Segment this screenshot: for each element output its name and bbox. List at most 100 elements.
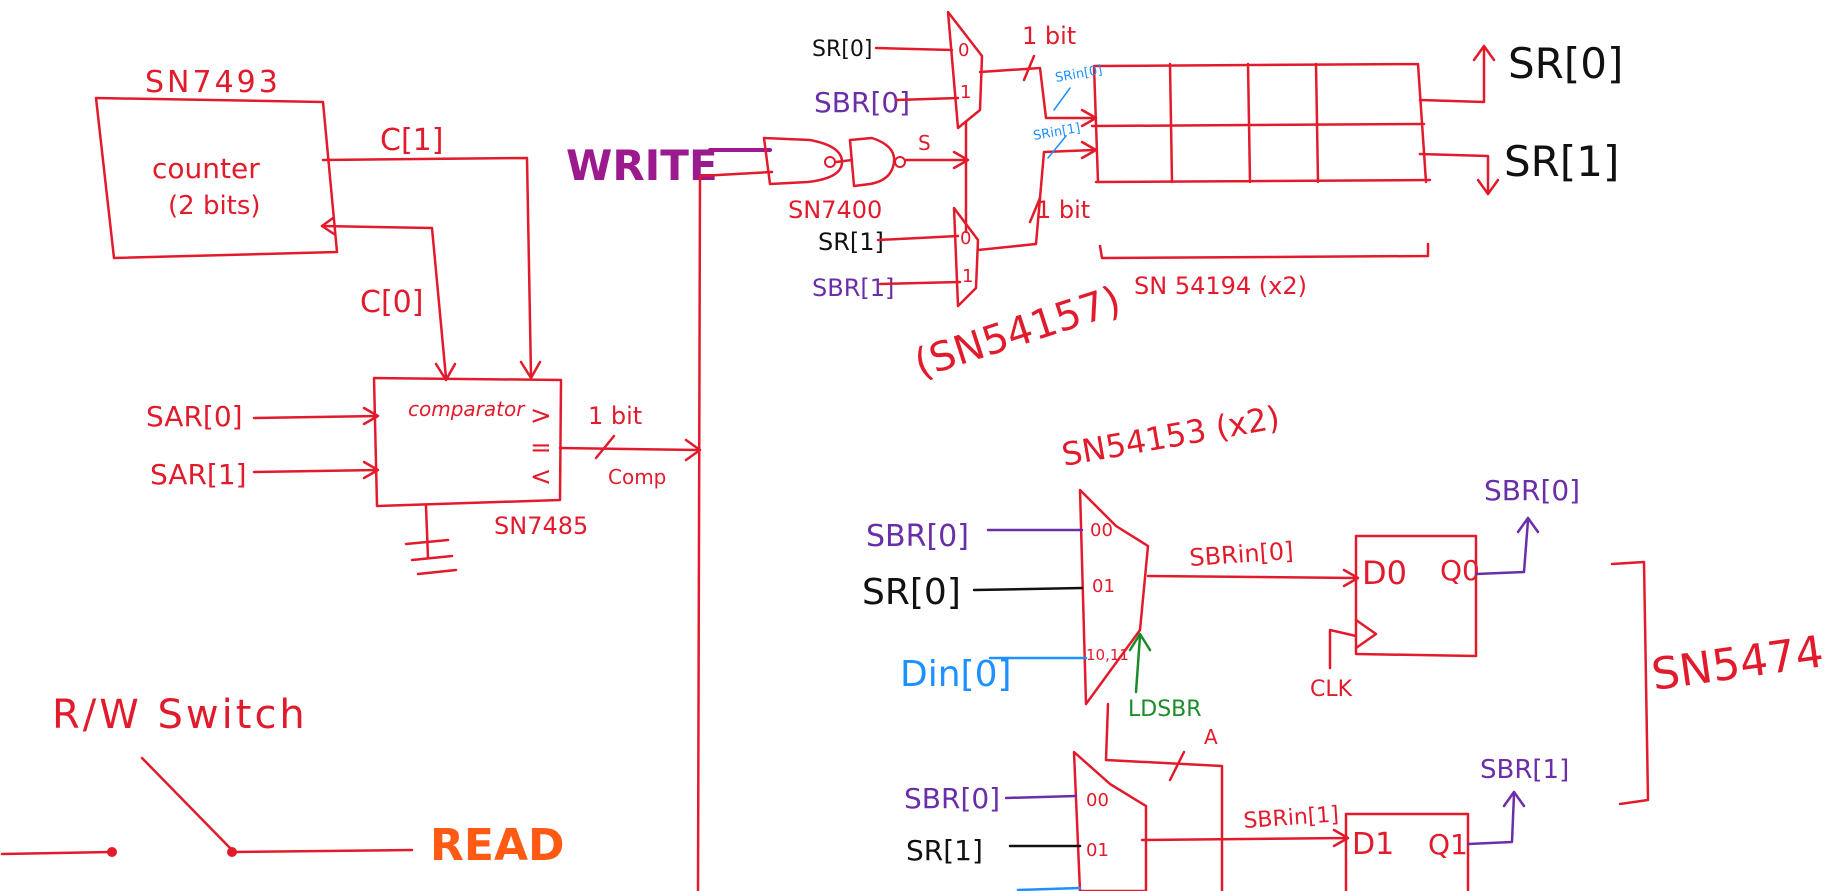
sr0-output-wire [1418,44,1496,104]
mux-bottom-1-in-din0: Din[0] [900,654,1012,695]
mux-bottom-a: A [1204,725,1218,749]
flipflop-1-q: Q1 [1428,828,1468,861]
wire-m1-sr0 [972,586,1084,592]
nand-bubble-2 [894,156,906,168]
sbrin1-wire [1140,828,1350,848]
comparator-chip-label: SN7485 [494,512,588,540]
mux-top-upper [946,10,984,130]
wire-sr1-in [876,234,960,242]
flipflop-block: D0 Q0 CLK SBR[0] D1 Q1 SBR[1] SN5474 [1310,474,1827,891]
flipflop-chip-label: SN5474 [1648,626,1826,701]
comparator-gt: > [530,401,552,431]
counter-text-line1: counter [152,152,260,185]
mux-top-out-lower-slash [1028,196,1042,224]
flipflop-0-clk-symbol [1354,618,1378,650]
comparator-eq: = [530,433,552,463]
flipflop-1-d: D1 [1352,827,1394,862]
nand-link [834,158,854,164]
flipflop-0-box [1354,534,1478,658]
rw-lever [140,756,234,852]
shift-register-arrow-srin0 [1053,87,1071,111]
mux-top-in-sbr0: SBR[0] [814,86,910,119]
ground-symbol [404,504,458,576]
flipflop-clk-label: CLK [1310,677,1353,702]
wire-sbr1-in [878,280,962,286]
q1-output-wire [1466,790,1526,846]
shift-register-chip-label: SN 54194 (x2) [1134,272,1307,300]
mux-bottom-1-in-sbr0: SBR[0] [866,519,969,554]
a-feedback-slash [1168,750,1186,782]
rw-switch-block: R/W Switch READ WRITE [0,141,774,891]
rw-read-label: READ [430,820,565,871]
mux-bottom-1-in-sr0: SR[0] [862,572,961,613]
wire-m2-sbr0 [1004,794,1078,800]
mux-top-lower-sel1: 1 [962,266,973,287]
nand-bubble-1 [824,156,836,168]
a-feedback-wire [1104,702,1224,891]
flipflop-out1: SBR[1] [1480,755,1569,785]
flipflop-0-d: D0 [1362,554,1407,592]
shift-register-grid [1090,62,1432,184]
flipflop-out0: SBR[0] [1484,474,1580,507]
mux-top-in-sr1: SR[1] [818,228,884,256]
rw-left-wire [0,850,114,856]
comparator-in1-label: SAR[1] [150,458,247,491]
shift-register-srin0: SRin[0] [1054,63,1103,86]
shift-register-block: SRin[0] SRin[1] SR[0] SR[1] SN 54194 (x2… [1032,39,1623,300]
comparator-box [372,376,563,508]
c0-wire [320,224,448,380]
mux-bottom-chip-label: SN54153 (x2) [1059,398,1283,474]
mux-top-lower-sel0: 0 [960,228,971,249]
nand-block: SN7400 S [762,120,970,234]
mux-bottom-sbrin0: SBRin[0] [1188,537,1294,572]
mux-top-upper-sel1: 1 [960,82,971,103]
shift-register-arrow-srin1 [1047,135,1067,159]
shift-register-out1: SR[1] [1504,137,1619,186]
flipflop-bracket [1610,560,1650,806]
mux-top-bit-bottom: 1 bit [1036,196,1090,224]
mux-bottom-1-sel01: 01 [1092,576,1115,597]
sar0-wire [252,406,380,426]
wire-sbr0-in [894,96,960,102]
q0-output-wire [1474,516,1540,576]
c1-wire [321,156,533,377]
mux-top-bit-top: 1 bit [1022,22,1076,50]
rw-left-contact [107,847,117,857]
mux-top-in-sbr1: SBR[1] [812,274,894,302]
mux-bottom-2-sel01: 01 [1086,840,1109,861]
nand-gate-1 [762,136,844,186]
comparator-lt: < [530,462,552,492]
sr1-output-wire [1418,152,1500,196]
mux-bottom-2-in-sr1: SR[1] [906,834,983,867]
comparator-block: comparator > = < SAR[0] SAR[1] SN7485 1 … [146,376,702,576]
nand-s-label: S [918,131,931,155]
comp-slash [594,434,616,460]
mux-top-lower [952,206,980,308]
sbrin0-wire [1146,568,1360,588]
sar1-wire [252,460,380,480]
mux-bottom-1-sel1011: 10,11 [1086,646,1129,664]
rw-switch-title: R/W Switch [52,692,308,738]
wire-sr0-in [874,46,954,52]
counter-box [94,96,339,260]
mux-bottom-1-body [1078,488,1150,706]
c1-arrow [519,360,542,380]
mux-bottom-1-sel00: 00 [1090,520,1113,541]
bottom-mux-block: SN54153 (x2) 00 01 10,11 SBR[0] SR[0] Di… [862,398,1360,891]
mux-top-upper-sel0: 0 [958,40,969,61]
wire-m2-din1 [1016,886,1082,891]
counter-block: SN7493 counter (2 bits) C[1] C[0] [94,65,542,382]
shift-register-out0: SR[0] [1508,39,1623,88]
rw-read-wire [230,848,414,854]
c1-label: C[1] [380,123,443,158]
flipflop-1-box [1344,812,1470,891]
flipflop-0-q: Q0 [1440,554,1480,587]
ldsbr-wire [1128,632,1152,694]
mux-top-out-upper-slash [1022,54,1036,82]
mux-bottom-sbrin1: SBRin[1] [1243,802,1340,834]
mux-bottom-2-body [1072,750,1148,891]
mux-bottom-2-sel00: 00 [1086,790,1109,811]
comparator-label: comparator [408,397,526,421]
mux-top-chip-label: (SN54157) [909,278,1127,388]
